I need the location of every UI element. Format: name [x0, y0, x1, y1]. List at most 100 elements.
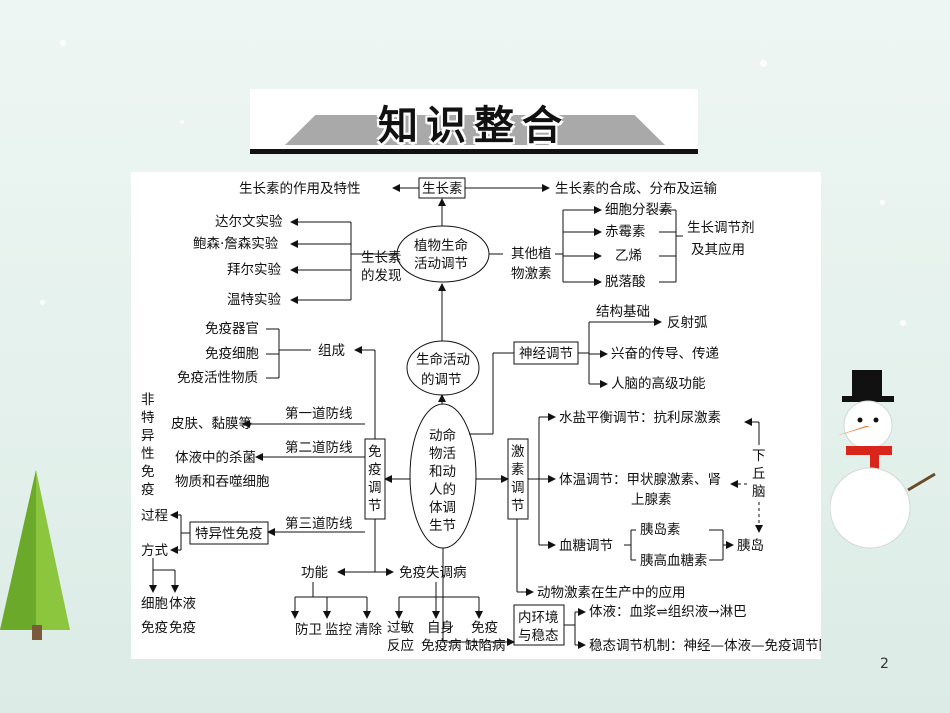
snowman-illustration [830, 370, 936, 549]
humoral-immunity-line2: 免疫 [169, 620, 196, 636]
hormone-cytokinin: 细胞分裂素 [605, 202, 673, 218]
auxin-discovery-line1: 生长素 [361, 250, 402, 266]
snow-dot [60, 40, 66, 46]
nonspecific-immunity-line5: 免 [141, 464, 155, 480]
autoimmune-line2: 免疫病 [421, 638, 462, 654]
immune-composition-label: 组成 [318, 343, 345, 359]
second-defense-line-label: 第二道防线 [285, 439, 353, 456]
third-defense-line-label: 第三道防线 [285, 515, 353, 532]
tree-illustration [0, 470, 70, 640]
snow-dot [40, 300, 45, 305]
function-clearance: 清除 [355, 622, 382, 638]
water-salt-regulation: 水盐平衡调节：抗利尿激素 [559, 410, 721, 426]
hormone-application-label: 动物激素在生产中的应用 [537, 584, 686, 601]
first-defense-line-label: 第一道防线 [285, 405, 353, 422]
snow-dot [900, 320, 906, 326]
title-banner: 知识整合 [250, 89, 698, 154]
immune-function-label: 功能 [301, 565, 328, 581]
animal-regulation-node-line2: 物活 [429, 446, 456, 462]
animal-regulation-node-line3: 和动 [429, 464, 456, 480]
body-fluid-label: 体液：血浆⇌组织液→淋巴 [589, 604, 747, 620]
immune-active-substances-label: 免疫活性物质 [177, 370, 258, 386]
phagocyte-label: 物质和吞噬细胞 [175, 474, 270, 490]
immune-regulation-node-line2: 疫 [368, 462, 382, 478]
nerve-regulation-node: 神经调节 [519, 346, 573, 362]
title-banner-shape [285, 115, 665, 145]
bactericide-label: 体液中的杀菌 [175, 450, 256, 466]
hypothalamus-line1: 下 [752, 448, 766, 464]
animal-regulation-node-line1: 动命 [429, 427, 456, 444]
immune-process-label: 过程 [141, 508, 168, 524]
blood-sugar-regulation: 血糖调节 [559, 538, 613, 554]
plant-regulation-node-line1: 植物生命 [414, 237, 468, 254]
cellular-immunity-line2: 免疫 [141, 620, 168, 636]
pancreatic-islet-label: 胰岛 [737, 538, 764, 554]
brain-function-label: 人脑的高级功能 [611, 375, 706, 392]
hormone-regulation-node-line4: 节 [511, 498, 525, 514]
nonspecific-immunity-line6: 疫 [141, 482, 155, 498]
skin-mucosa-label: 皮肤、黏膜等 [171, 415, 252, 432]
experiment-darwin: 达尔文实验 [215, 214, 283, 230]
humoral-immunity-line1: 体液 [169, 596, 196, 612]
life-regulation-node-line1: 生命活动 [416, 351, 470, 368]
immune-disorder-label: 免疫失调病 [399, 565, 467, 581]
glucagon-label: 胰高血糖素 [640, 552, 708, 569]
internal-environment-node-line2: 与稳态 [518, 628, 559, 644]
auxin-role-label: 生长素的作用及特性 [239, 181, 361, 197]
page-title: 知识整合 [378, 103, 570, 149]
nonspecific-immunity-line1: 非 [141, 392, 155, 408]
hormone-regulation-node-line1: 激 [511, 444, 525, 460]
allergy-line1: 过敏 [387, 620, 414, 636]
homeostasis-mechanism-label: 稳态调节机制：神经—体液—免疫调节网络 [589, 638, 821, 654]
autoimmune-line1: 自身 [427, 620, 454, 636]
hormone-regulation-node-line2: 素 [511, 462, 525, 478]
animal-regulation-node-line6: 生节 [429, 518, 456, 534]
growth-regulators-line2: 及其应用 [691, 241, 745, 258]
immune-cells-label: 免疫细胞 [205, 346, 259, 362]
specific-immunity-node: 特异性免疫 [195, 526, 263, 542]
immune-mode-label: 方式 [141, 543, 168, 559]
knowledge-map-diagram: 生长素 生长素的作用及特性 生长素的合成、分布及运输 植物生命 活动调节 生长素… [141, 177, 821, 654]
temperature-regulation-line1: 体温调节：甲状腺激素、肾 [559, 472, 721, 488]
nonspecific-immunity-line3: 异 [141, 428, 155, 444]
hormone-ethylene: 乙烯 [615, 248, 642, 264]
auxin-discovery-line2: 的发现 [361, 268, 402, 284]
internal-environment-node-line1: 内环境 [518, 610, 559, 626]
immunodeficiency-line2: 缺陷病 [465, 638, 506, 654]
immune-regulation-node-line1: 免 [368, 444, 382, 460]
animal-regulation-node-line4: 人的 [429, 482, 456, 498]
plant-regulation-node-line2: 活动调节 [414, 256, 468, 272]
temperature-regulation-line2: 上腺素 [631, 492, 672, 508]
hypothalamus-line3: 脑 [752, 484, 766, 500]
insulin-label: 胰岛素 [640, 522, 681, 538]
nonspecific-immunity-line4: 性 [141, 446, 155, 462]
function-defense: 防卫 [295, 622, 322, 638]
growth-regulators-line1: 生长调节剂 [687, 220, 755, 236]
experiment-paal: 拜尔实验 [227, 262, 281, 278]
hormone-regulation-node-line3: 调 [511, 480, 525, 496]
hormone-abscisic-acid: 脱落酸 [605, 274, 646, 290]
allergy-line2: 反应 [387, 637, 414, 654]
excitation-conduction-label: 兴奋的传导、传递 [611, 346, 719, 362]
immune-regulation-node-line4: 节 [368, 498, 382, 514]
snow-dot [180, 120, 184, 124]
function-surveillance: 监控 [325, 622, 352, 638]
experiment-went: 温特实验 [227, 292, 281, 308]
page-number: 2 [880, 656, 889, 672]
reflex-arc-label: 反射弧 [667, 315, 708, 331]
snow-dot [880, 200, 885, 205]
hypothalamus-line2: 丘 [752, 466, 766, 482]
auxin-node: 生长素 [422, 181, 463, 197]
hormone-gibberellin: 赤霉素 [605, 224, 646, 240]
immune-regulation-node-line3: 调 [368, 480, 382, 496]
life-regulation-node-line2: 的调节 [421, 372, 462, 388]
other-hormones-line1: 其他植 [511, 246, 552, 262]
animal-regulation-node-line5: 体调 [429, 500, 456, 516]
nerve-structure-basis: 结构基础 [596, 303, 650, 320]
other-hormones-line2: 物激素 [511, 266, 552, 282]
cellular-immunity-line1: 细胞 [141, 596, 168, 612]
snow-dot [760, 60, 767, 67]
immune-organs-label: 免疫器官 [205, 321, 259, 337]
nonspecific-immunity-line2: 特 [141, 410, 155, 426]
immunodeficiency-line1: 免疫 [471, 620, 498, 636]
